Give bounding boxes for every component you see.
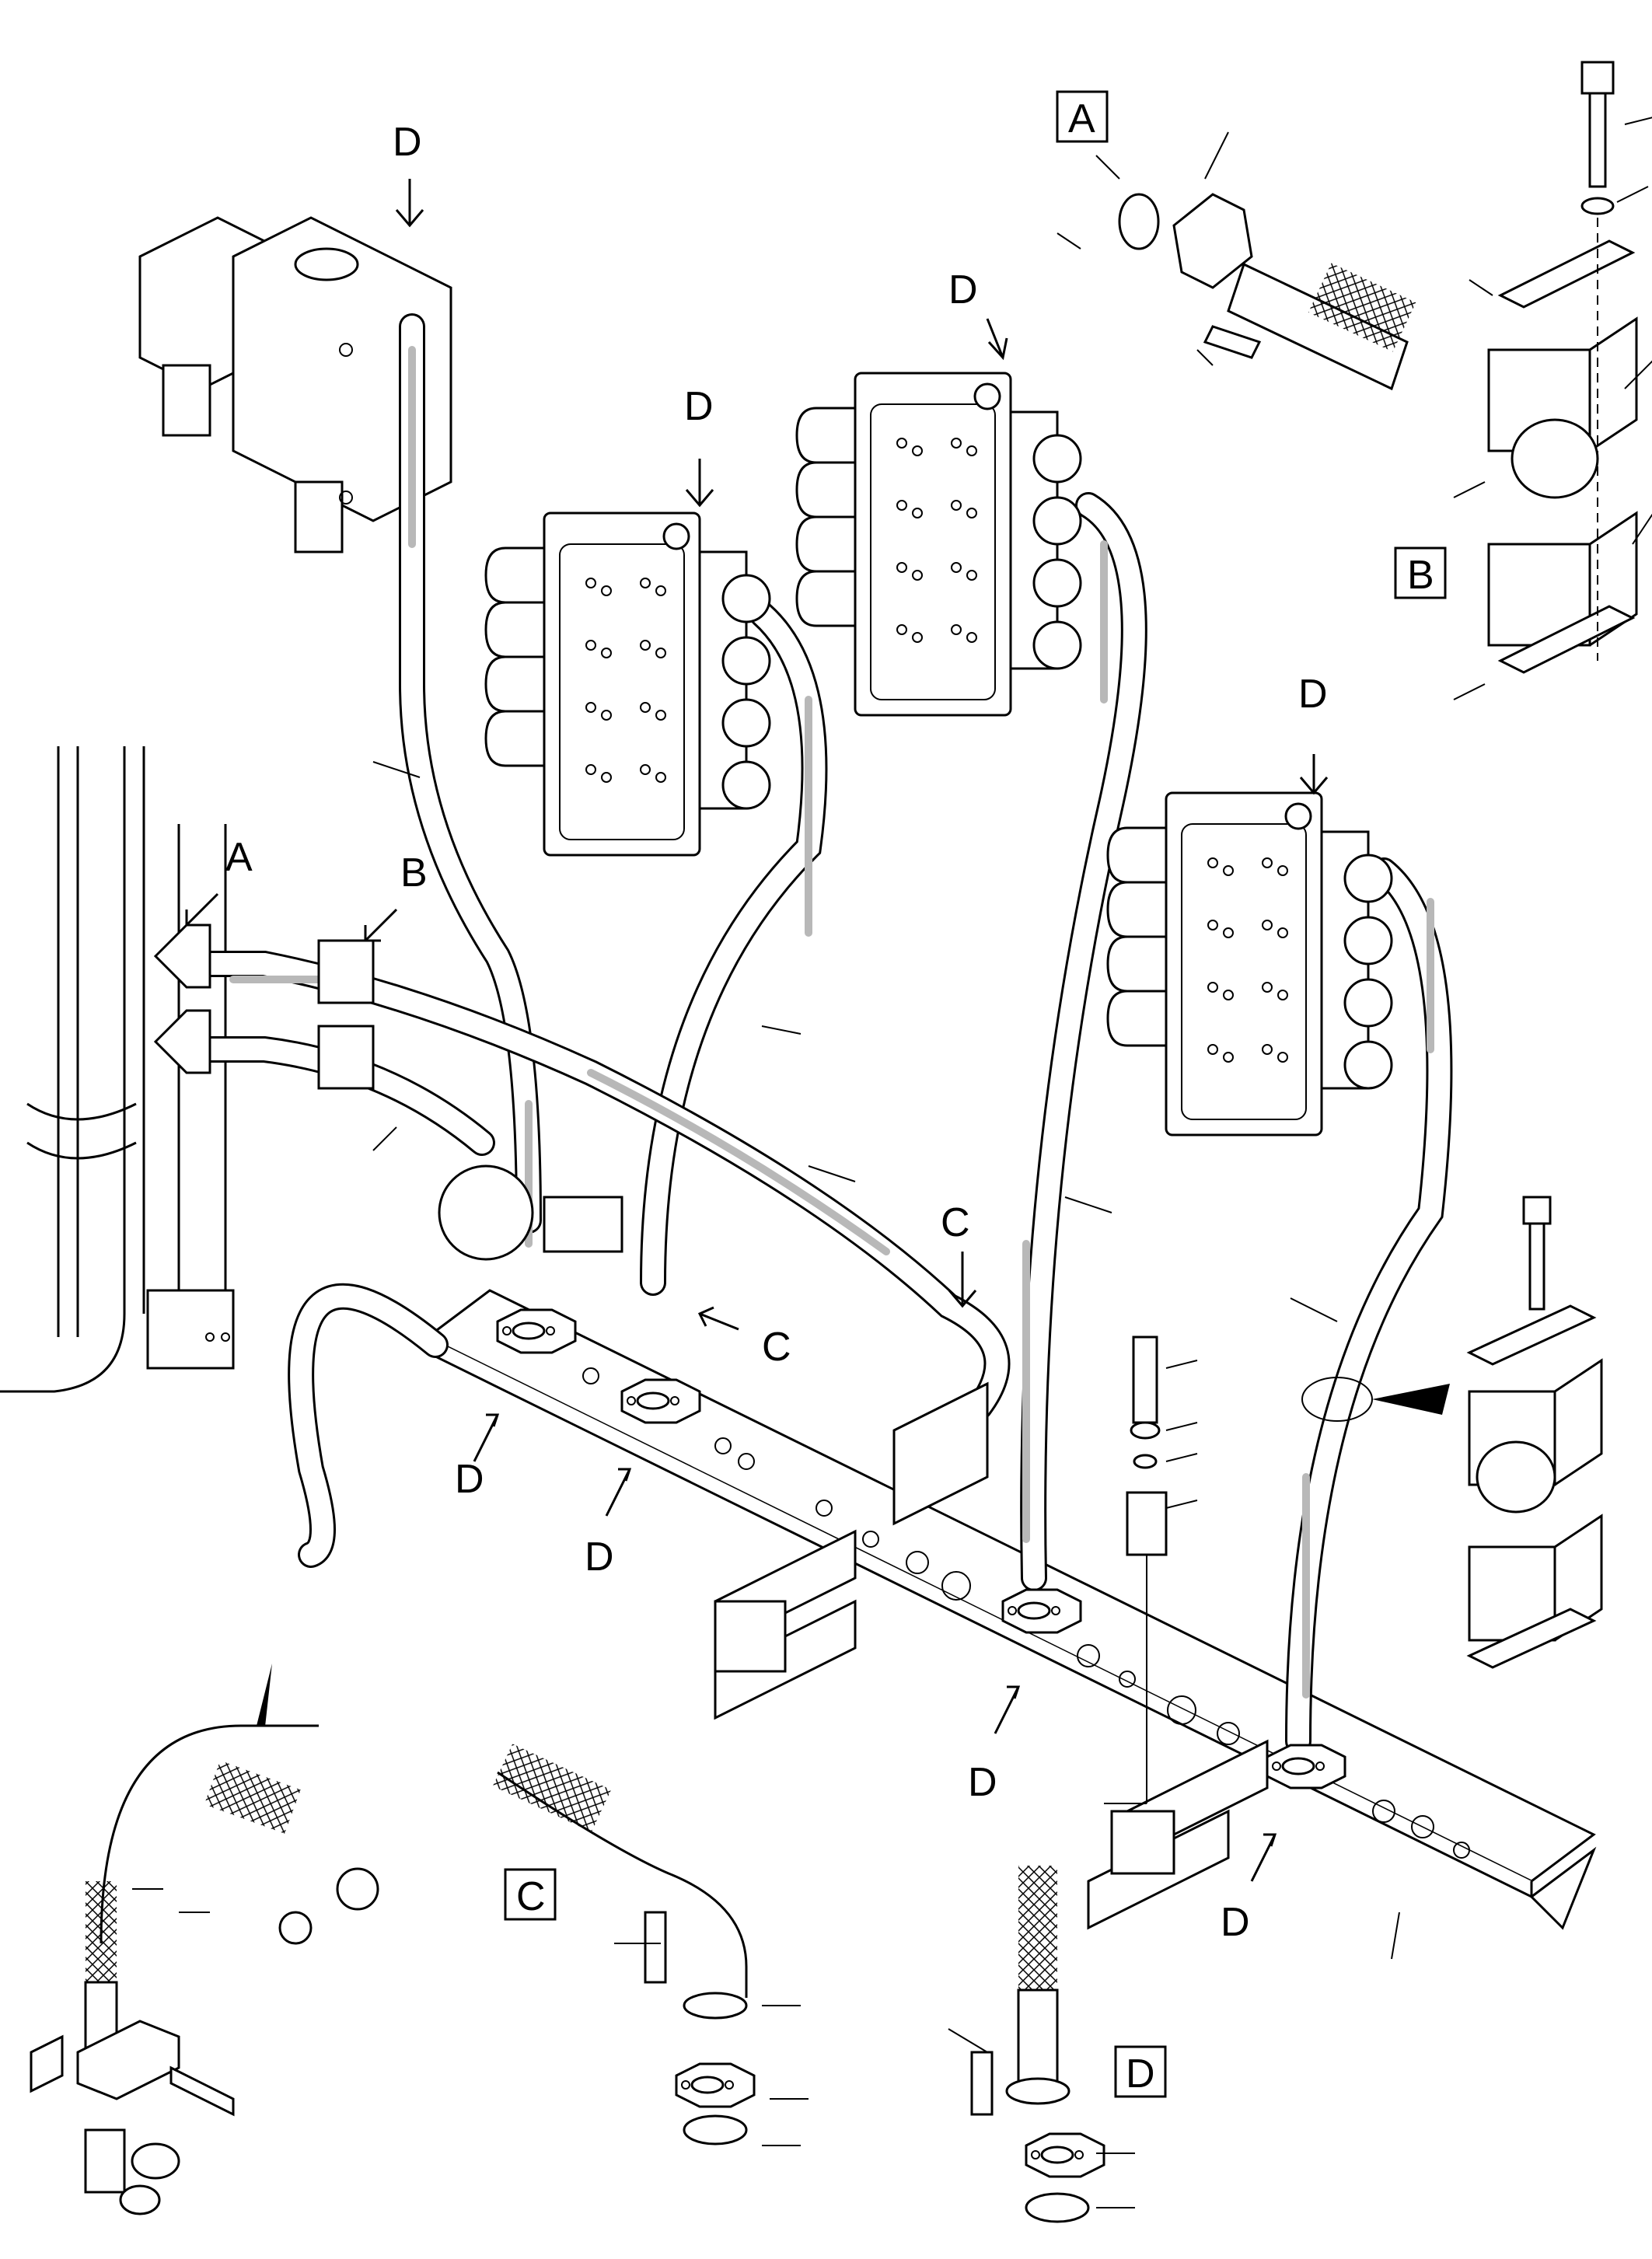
valve-bank-3 [1106, 791, 1393, 1136]
label-c-right: C [941, 1200, 970, 1245]
detail-b-label-text: B [1407, 553, 1434, 598]
detail-bolt-spacer [1104, 1335, 1198, 1804]
detail-clamp-right [1301, 1196, 1603, 1669]
detail-a-label-text: A [1068, 96, 1095, 141]
detail-c-label: C [504, 1868, 557, 1921]
clamp-assembly [153, 924, 989, 1526]
label-c-mid: C [762, 1325, 791, 1370]
label-d-bank2: D [948, 267, 978, 312]
label-a-hose: A [225, 835, 253, 880]
label-b-hose: B [400, 850, 428, 896]
label-d-rail2: D [585, 1535, 614, 1580]
detail-b-label: B [1394, 546, 1447, 599]
callout-labels: D D D D A B C C D D D D [225, 120, 1328, 1945]
label-d-rail4: D [1221, 1900, 1250, 1945]
leader-lines [132, 761, 1400, 2208]
arrows [185, 179, 1329, 1882]
label-d-top: D [393, 120, 422, 165]
support-stands [714, 1529, 1269, 1875]
detail-a-label: A [1056, 90, 1109, 143]
detail-d-label: D [1114, 2045, 1167, 2098]
control-valve-block [138, 216, 452, 553]
valve-bank-2 [795, 372, 1082, 717]
detail-b [1453, 61, 1652, 700]
detail-d [970, 1866, 1105, 2223]
label-d-rail3: D [968, 1760, 997, 1805]
detail-c-label-text: C [516, 1874, 546, 1919]
label-d-bank1: D [684, 384, 714, 429]
label-d-rail1: D [455, 1457, 484, 1502]
label-d-bank3: D [1298, 672, 1328, 717]
detail-c [492, 1744, 756, 2146]
detail-d-label-text: D [1126, 2051, 1155, 2097]
detail-a [1057, 131, 1416, 391]
hose-lines [189, 313, 1453, 1754]
detail-hose-fittings [30, 1664, 379, 2215]
valve-bank-1 [484, 512, 771, 857]
